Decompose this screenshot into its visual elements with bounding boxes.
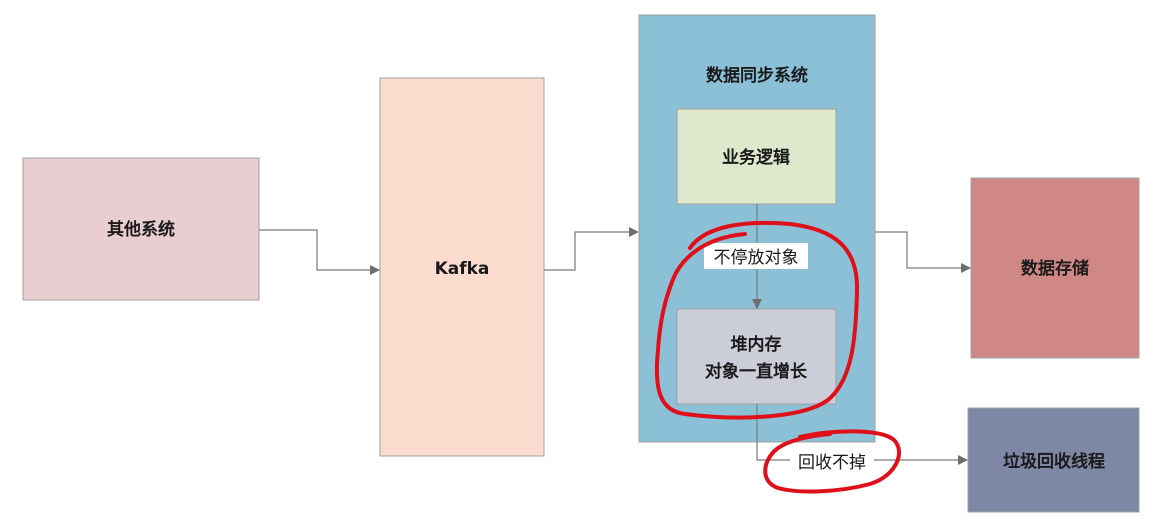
node-heap-memory[interactable]: 堆内存 对象一直增长 bbox=[676, 308, 837, 405]
node-kafka[interactable]: Kafka bbox=[379, 77, 545, 457]
edge-label-keep-putting-text: 不停放对象 bbox=[714, 248, 799, 268]
node-sync-system-label: 数据同步系统 bbox=[706, 65, 808, 86]
edge-other-to-kafka bbox=[259, 229, 380, 275]
node-other-systems-label: 其他系统 bbox=[107, 219, 175, 240]
node-business-logic-label: 业务逻辑 bbox=[722, 147, 790, 168]
node-business-logic[interactable]: 业务逻辑 bbox=[676, 108, 837, 205]
edge-sync-to-storage bbox=[875, 231, 971, 273]
node-gc-thread-box bbox=[967, 407, 1140, 513]
edge-label-keep-putting-bg bbox=[704, 243, 808, 269]
edge-label-keep-putting: 不停放对象 bbox=[704, 243, 808, 269]
highlight-circle-reclaim bbox=[763, 429, 901, 494]
node-other-systems-box bbox=[22, 157, 260, 301]
node-heap-memory-box bbox=[676, 308, 837, 405]
edge-label-cannot-reclaim: 回收不掉 bbox=[790, 448, 874, 474]
edge-label-cannot-reclaim-text: 回收不掉 bbox=[798, 453, 866, 473]
node-gc-thread-label: 垃圾回收线程 bbox=[1003, 451, 1105, 472]
node-other-systems[interactable]: 其他系统 bbox=[22, 157, 260, 301]
node-kafka-box bbox=[379, 77, 545, 457]
edge-kafka-to-sync bbox=[544, 227, 639, 271]
node-kafka-label: Kafka bbox=[435, 259, 490, 279]
node-data-storage[interactable]: 数据存储 bbox=[970, 177, 1140, 359]
node-data-storage-label: 数据存储 bbox=[1021, 258, 1089, 279]
edge-label-cannot-reclaim-bg bbox=[790, 448, 874, 474]
node-heap-memory-line2: 对象一直增长 bbox=[705, 361, 808, 382]
node-gc-thread[interactable]: 垃圾回收线程 bbox=[967, 407, 1140, 513]
highlight-circle-heap bbox=[654, 220, 860, 420]
node-business-logic-box bbox=[676, 108, 837, 205]
node-heap-memory-line1: 堆内存 bbox=[731, 334, 782, 355]
node-data-storage-box bbox=[970, 177, 1140, 359]
